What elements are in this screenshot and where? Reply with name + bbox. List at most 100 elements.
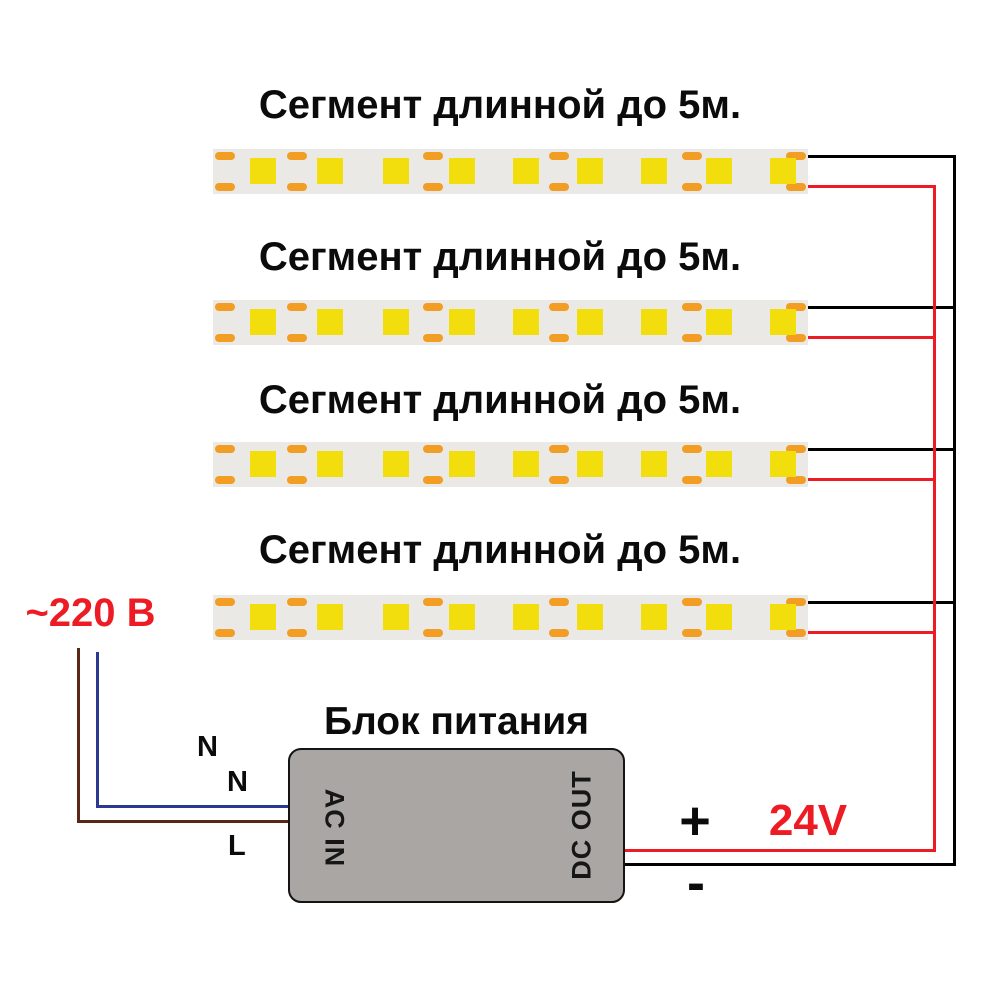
dc-minus-label: - bbox=[687, 853, 705, 913]
ac-voltage-label: ~220 В bbox=[25, 591, 156, 635]
strip-positive-wire bbox=[806, 185, 936, 188]
ac-in-port-label: AC IN bbox=[319, 788, 350, 868]
solder-pad-icon bbox=[786, 598, 807, 606]
solder-pad-icon bbox=[286, 629, 307, 637]
led-chip-icon bbox=[577, 158, 604, 184]
led-chip-icon bbox=[770, 451, 796, 477]
solder-pad-icon bbox=[548, 476, 569, 484]
led-chip-icon bbox=[770, 158, 796, 184]
led-chip-icon bbox=[383, 451, 410, 477]
led-chip-icon bbox=[249, 451, 276, 477]
segment-title-1: Сегмент длинной до 5м. bbox=[258, 83, 742, 127]
solder-pad-icon bbox=[681, 445, 702, 453]
solder-pad-icon bbox=[214, 303, 235, 311]
ac-line-wire-horizontal bbox=[77, 820, 289, 823]
led-chip-icon bbox=[641, 158, 668, 184]
segment-title-2: Сегмент длинной до 5м. bbox=[258, 235, 742, 279]
ac-neutral-wire-vertical bbox=[96, 652, 99, 808]
solder-pad-icon bbox=[214, 445, 235, 453]
solder-pad-icon bbox=[681, 598, 702, 606]
led-chip-icon bbox=[448, 451, 475, 477]
led-chip-icon bbox=[316, 309, 343, 335]
solder-pad-icon bbox=[786, 183, 807, 191]
solder-pad-icon bbox=[214, 629, 235, 637]
led-strip-1 bbox=[213, 149, 808, 194]
led-strip-4 bbox=[213, 595, 808, 640]
solder-pad-icon bbox=[786, 152, 807, 160]
neutral-label-top: N bbox=[197, 731, 218, 763]
solder-pad-icon bbox=[548, 445, 569, 453]
solder-pad-icon bbox=[548, 629, 569, 637]
solder-pad-icon bbox=[786, 629, 807, 637]
solder-pad-icon bbox=[681, 629, 702, 637]
dc-voltage-label: 24V bbox=[768, 796, 848, 845]
solder-pad-icon bbox=[286, 152, 307, 160]
solder-pad-icon bbox=[422, 303, 443, 311]
strip-negative-wire bbox=[806, 448, 956, 451]
power-supply-title: Блок питания bbox=[323, 700, 590, 743]
led-chip-icon bbox=[512, 158, 539, 184]
solder-pad-icon bbox=[786, 476, 807, 484]
led-chip-icon bbox=[641, 309, 668, 335]
neutral-label-mid: N bbox=[227, 766, 248, 798]
solder-pad-icon bbox=[681, 334, 702, 342]
solder-pad-icon bbox=[548, 303, 569, 311]
solder-pad-icon bbox=[422, 629, 443, 637]
led-chip-icon bbox=[512, 309, 539, 335]
led-chip-icon bbox=[577, 309, 604, 335]
strip-positive-wire bbox=[806, 478, 936, 481]
negative-bus-wire bbox=[953, 155, 956, 866]
led-chip-icon bbox=[448, 604, 475, 630]
solder-pad-icon bbox=[786, 334, 807, 342]
solder-pad-icon bbox=[548, 598, 569, 606]
led-chip-icon bbox=[316, 604, 343, 630]
strip-negative-wire bbox=[806, 306, 956, 309]
power-supply-box bbox=[288, 748, 625, 903]
solder-pad-icon bbox=[422, 334, 443, 342]
led-chip-icon bbox=[512, 604, 539, 630]
solder-pad-icon bbox=[286, 476, 307, 484]
ac-line-wire-vertical bbox=[77, 648, 80, 823]
solder-pad-icon bbox=[681, 476, 702, 484]
ac-neutral-wire-horizontal bbox=[96, 805, 289, 808]
led-chip-icon bbox=[641, 451, 668, 477]
solder-pad-icon bbox=[681, 152, 702, 160]
solder-pad-icon bbox=[422, 476, 443, 484]
led-chip-icon bbox=[249, 604, 276, 630]
led-chip-icon bbox=[705, 158, 732, 184]
solder-pad-icon bbox=[786, 303, 807, 311]
strip-negative-wire bbox=[806, 155, 956, 158]
solder-pad-icon bbox=[422, 152, 443, 160]
solder-pad-icon bbox=[286, 598, 307, 606]
led-chip-icon bbox=[512, 451, 539, 477]
solder-pad-icon bbox=[214, 476, 235, 484]
led-chip-icon bbox=[383, 604, 410, 630]
led-chip-icon bbox=[383, 309, 410, 335]
line-label: L bbox=[228, 830, 246, 862]
led-strip-2 bbox=[213, 300, 808, 345]
led-chip-icon bbox=[705, 604, 732, 630]
strip-positive-wire bbox=[806, 336, 936, 339]
led-chip-icon bbox=[249, 158, 276, 184]
led-chip-icon bbox=[770, 604, 796, 630]
dc-out-port-label: DC OUT bbox=[566, 770, 597, 880]
dc-plus-label: + bbox=[679, 791, 711, 851]
solder-pad-icon bbox=[214, 183, 235, 191]
solder-pad-icon bbox=[681, 303, 702, 311]
led-chip-icon bbox=[448, 158, 475, 184]
led-chip-icon bbox=[383, 158, 410, 184]
strip-negative-wire bbox=[806, 601, 956, 604]
solder-pad-icon bbox=[681, 183, 702, 191]
solder-pad-icon bbox=[214, 334, 235, 342]
led-chip-icon bbox=[577, 451, 604, 477]
solder-pad-icon bbox=[786, 445, 807, 453]
led-chip-icon bbox=[770, 309, 796, 335]
segment-title-3: Сегмент длинной до 5м. bbox=[258, 378, 742, 422]
strip-positive-wire bbox=[806, 631, 936, 634]
led-chip-icon bbox=[705, 451, 732, 477]
solder-pad-icon bbox=[422, 183, 443, 191]
led-chip-icon bbox=[316, 451, 343, 477]
solder-pad-icon bbox=[422, 598, 443, 606]
solder-pad-icon bbox=[286, 334, 307, 342]
